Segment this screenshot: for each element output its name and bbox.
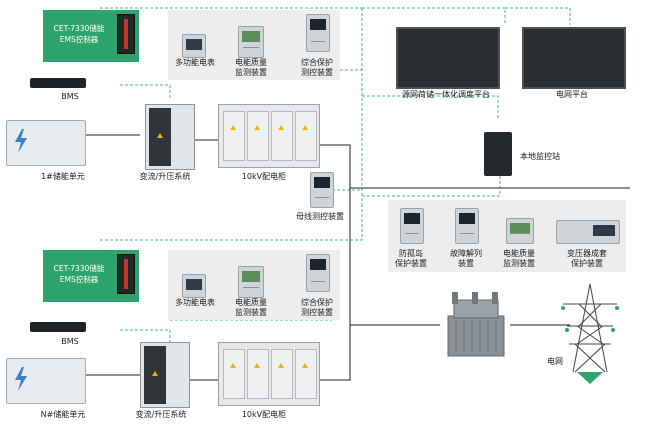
fault-splitting-device — [455, 208, 479, 244]
local-station-label: 本地监控站 — [520, 152, 560, 161]
bus-protect-label: 母线测控装置 — [296, 212, 344, 221]
multifunction-meter-bottom — [182, 274, 206, 298]
pcs-system-bottom — [140, 342, 190, 408]
battery-unit-top — [6, 120, 86, 166]
bms-top-label: BMS — [61, 92, 79, 101]
prot-top-label: 综合保护 测控装置 — [301, 58, 333, 77]
ems-controller-bottom: CET-7330储能 EMS控制器 — [43, 250, 139, 302]
power-quality-device-top — [238, 26, 264, 58]
bms-switch-bottom — [30, 322, 86, 332]
fault-split-label: 故障解列 装置 — [450, 249, 482, 268]
pq-right-label: 电能质量 监测装置 — [503, 249, 535, 268]
protection-device-bottom — [306, 254, 330, 292]
ems-bottom-label: CET-7330储能 EMS控制器 — [53, 264, 105, 284]
multifunction-meter-top — [182, 34, 206, 58]
power-quality-device-bottom — [238, 266, 264, 298]
dispatch-platform-screen — [396, 27, 500, 89]
bus-protection-device — [310, 172, 334, 208]
power-tower-icon — [561, 283, 619, 384]
meter-bottom-label: 多功能电表 — [175, 298, 215, 307]
grid-platform-screen — [522, 27, 626, 89]
power-quality-device-right — [506, 218, 534, 244]
anti-island-label: 防孤岛 保护装置 — [395, 249, 427, 268]
distribution-cabinet-top — [218, 104, 320, 168]
dashed-link-bottom — [100, 206, 363, 241]
lightning-icon — [15, 129, 27, 153]
pq-top-label: 电能质量 监测装置 — [235, 58, 267, 77]
battery-unit-bottom — [6, 358, 86, 404]
bms-bottom-label: BMS — [61, 337, 79, 346]
protection-device-top — [306, 14, 330, 52]
ems-controller-top: CET-7330储能 EMS控制器 — [43, 10, 139, 62]
anti-islanding-device — [400, 208, 424, 244]
cabinet-top-label: 10kV配电柜 — [241, 172, 287, 181]
transformer-icon — [447, 292, 505, 357]
transformer-protection-device — [556, 220, 620, 244]
battery-top-label: 1#储能单元 — [41, 172, 85, 181]
lightning-icon — [15, 367, 27, 391]
ems-top-label: CET-7330储能 EMS控制器 — [53, 24, 105, 44]
distribution-cabinet-bottom — [218, 342, 320, 406]
platform1-label: 源网荷储一体化调度平台 — [402, 90, 490, 99]
cabinet-bottom-label: 10kV配电柜 — [241, 410, 287, 419]
pcs-top-label: 变流/升压系统 — [139, 172, 191, 181]
platform2-label: 电网平台 — [556, 90, 588, 99]
battery-bottom-label: N#储能单元 — [40, 410, 86, 419]
bms-switch-top — [30, 78, 86, 88]
transformer-prot-label: 变压器成套 保护装置 — [567, 249, 607, 268]
local-monitoring-server — [484, 132, 512, 176]
meter-top-label: 多功能电表 — [175, 58, 215, 67]
pcs-system-top — [145, 104, 195, 170]
grid-label: 电网 — [547, 357, 563, 366]
pq-bottom-label: 电能质量 监测装置 — [235, 298, 267, 317]
pcs-bottom-label: 变流/升压系统 — [135, 410, 187, 419]
prot-bottom-label: 综合保护 测控装置 — [301, 298, 333, 317]
